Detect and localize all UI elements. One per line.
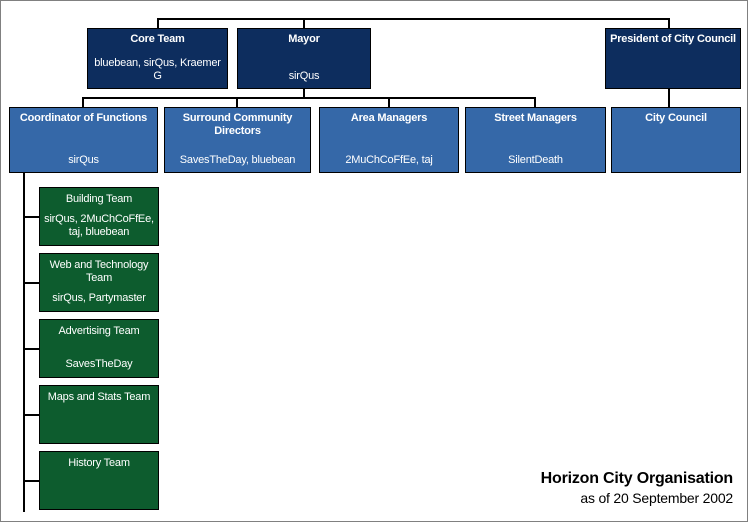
node-maps-team-title: Maps and Stats Team — [47, 391, 151, 403]
node-maps-and-stats-team[interactable]: Maps and Stats Team — [39, 385, 159, 444]
node-building-team-title: Building Team — [65, 193, 133, 205]
connector-department-bus — [82, 97, 536, 99]
node-history-team-title: History Team — [68, 457, 130, 469]
node-mayor-members: sirQus — [288, 70, 320, 82]
node-core-team[interactable]: Core Team bluebean, sirQus, Kraemer G — [87, 28, 228, 89]
node-area-managers-members: 2MuChCoFfEe, taj — [345, 154, 433, 166]
node-city-council-title: City Council — [645, 112, 707, 124]
connector-coordinator-drop — [82, 97, 84, 107]
node-building-team-members: sirQus, 2MuChCoFfEe, taj, bluebean — [44, 213, 154, 238]
node-core-team-members: bluebean, sirQus, Kraemer G — [94, 57, 221, 82]
node-web-and-technology-team[interactable]: Web and Technology Team sirQus, Partymas… — [39, 253, 159, 312]
connector-area-managers-drop — [388, 97, 390, 107]
connector-history-team-stub — [23, 480, 40, 482]
connector-mayor-drop — [303, 18, 305, 29]
node-building-team[interactable]: Building Team sirQus, 2MuChCoFfEe, taj, … — [39, 187, 159, 246]
node-coordinator-title: Coordinator of Functions — [19, 112, 148, 124]
node-web-team-members: sirQus, Partymaster — [52, 292, 146, 304]
connector-core-team-drop — [157, 18, 159, 29]
connector-surround-drop — [236, 97, 238, 107]
connector-team-spine — [23, 173, 25, 512]
connector-president-to-city-council — [668, 89, 670, 107]
node-core-team-title: Core Team — [130, 33, 185, 45]
node-web-team-title: Web and Technology Team — [49, 259, 149, 284]
node-advertising-team[interactable]: Advertising Team SavesTheDay — [39, 319, 159, 378]
chart-caption: Horizon City Organisation as of 20 Septe… — [540, 469, 734, 507]
node-surround-members: SavesTheDay, bluebean — [179, 154, 296, 166]
node-mayor-title: Mayor — [288, 33, 320, 45]
node-president-of-city-council[interactable]: President of City Council — [605, 28, 741, 89]
node-advertising-team-title: Advertising Team — [58, 325, 140, 337]
connector-mayor-stem — [303, 89, 305, 98]
connector-building-team-stub — [23, 216, 40, 218]
connector-advertising-team-stub — [23, 348, 40, 350]
node-area-managers[interactable]: Area Managers 2MuChCoFfEe, taj — [319, 107, 459, 173]
node-mayor[interactable]: Mayor sirQus — [237, 28, 371, 89]
caption-title: Horizon City Organisation — [540, 470, 734, 487]
caption-subtitle: as of 20 September 2002 — [580, 490, 733, 506]
connector-top-bus — [157, 18, 670, 20]
node-surround-title: Surround Community Directors — [182, 112, 293, 137]
node-street-managers[interactable]: Street Managers SilentDeath — [465, 107, 606, 173]
node-street-managers-title: Street Managers — [494, 112, 577, 124]
node-coordinator-of-functions[interactable]: Coordinator of Functions sirQus — [9, 107, 158, 173]
node-history-team[interactable]: History Team — [39, 451, 159, 510]
connector-web-team-stub — [23, 282, 40, 284]
node-coordinator-members: sirQus — [68, 154, 99, 166]
node-street-managers-members: SilentDeath — [508, 154, 563, 166]
node-advertising-team-members: SavesTheDay — [65, 358, 133, 370]
node-city-council[interactable]: City Council — [611, 107, 741, 173]
connector-street-managers-drop — [534, 97, 536, 107]
node-area-managers-title: Area Managers — [350, 112, 428, 124]
node-surround-community-directors[interactable]: Surround Community Directors SavesTheDay… — [164, 107, 311, 173]
connector-president-drop — [668, 18, 670, 29]
node-president-title: President of City Council — [610, 33, 736, 45]
connector-maps-team-stub — [23, 414, 40, 416]
